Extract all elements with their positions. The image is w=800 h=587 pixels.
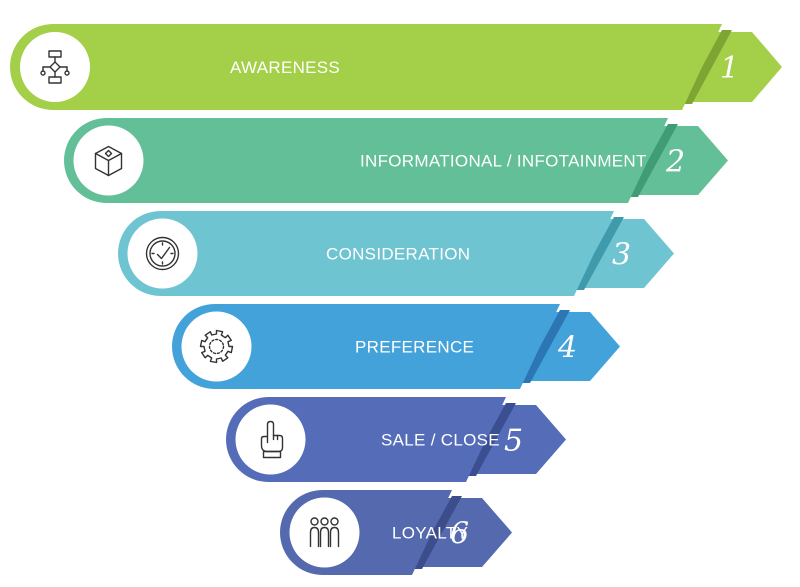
stage-label: LOYALTY: [392, 524, 468, 543]
funnel-stage-2: INFORMATIONAL / INFOTAINMENT 2: [64, 118, 728, 203]
stage-number: 1: [720, 51, 739, 86]
stage-label: PREFERENCE: [355, 338, 474, 357]
stage-arrow-tip: [569, 219, 674, 288]
box-icon: [94, 145, 123, 177]
stage-number: 4: [557, 331, 577, 366]
stage-fold-shadow: [412, 496, 462, 569]
stage-label: CONSIDERATION: [326, 245, 470, 264]
stage-fold-shadow: [520, 310, 570, 383]
clock-icon: [145, 236, 180, 271]
funnel-stage-4: PREFERENCE 4: [172, 304, 620, 389]
stage-number: 5: [504, 424, 523, 459]
stage-arrow-tip: [677, 32, 782, 102]
stage-label: SALE / CLOSE: [381, 431, 500, 450]
stage-icon-circle: [127, 218, 198, 289]
pointing-hand-icon: [260, 420, 284, 459]
stage-label: AWARENESS: [230, 58, 340, 77]
stage-icon-circle: [235, 404, 306, 475]
group-icon: [309, 517, 340, 548]
stage-icon-circle: [289, 497, 360, 568]
stage-band: [172, 304, 561, 389]
gear-icon: [199, 329, 234, 364]
stage-fold-shadow: [682, 30, 732, 104]
stage-number: 2: [665, 145, 685, 180]
stage-band: [118, 211, 614, 296]
stage-icon-circle: [20, 32, 90, 102]
stage-fold-shadow: [574, 217, 624, 290]
flowchart-icon: [40, 50, 70, 84]
stage-band: [10, 24, 722, 110]
stage-number: 6: [450, 517, 469, 552]
funnel-stage-3: CONSIDERATION 3: [118, 211, 674, 296]
stage-arrow-tip: [461, 405, 566, 474]
stage-fold-shadow: [628, 124, 678, 197]
stage-arrow-tip: [515, 312, 620, 381]
stage-arrow-tip: [407, 498, 512, 567]
stage-label: INFORMATIONAL / INFOTAINMENT: [360, 152, 647, 171]
stage-number: 3: [612, 238, 631, 273]
stage-fold-shadow: [466, 403, 516, 476]
stage-arrow-tip: [623, 126, 728, 195]
stage-band: [64, 118, 669, 203]
stage-icon-circle: [181, 311, 252, 382]
funnel-stage-1: AWARENESS 1: [10, 24, 782, 110]
